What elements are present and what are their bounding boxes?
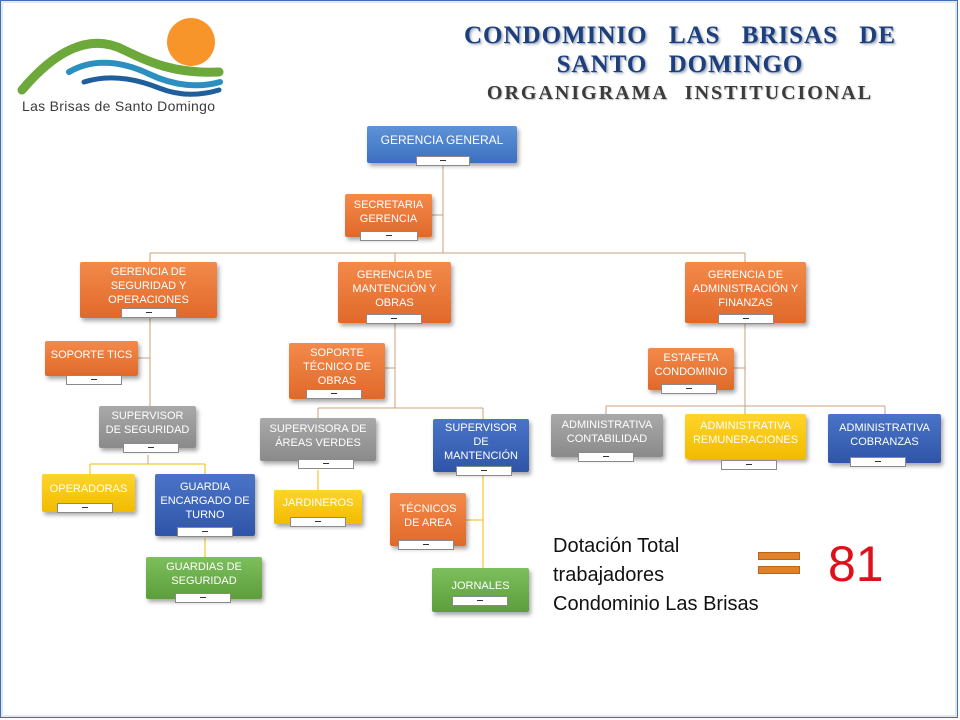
dotacion-line3: Condominio Las Brisas xyxy=(553,593,759,615)
box-tab xyxy=(298,459,354,469)
box-tab xyxy=(721,460,777,470)
box-supervisor-mantencion: SUPERVISOR DE MANTENCIÓN xyxy=(433,419,529,472)
box-tab xyxy=(177,527,233,537)
box-tab xyxy=(57,503,113,513)
box-tab xyxy=(452,596,508,606)
box-estafeta: ESTAFETA CONDOMINIO xyxy=(648,348,734,390)
box-tab xyxy=(456,466,512,476)
box-tecnicos-area: TÉCNICOS DE AREA xyxy=(390,493,466,546)
dotacion-line2: trabajadores xyxy=(553,564,665,586)
box-guardia-encargado: GUARDIA ENCARGADO DE TURNO xyxy=(155,474,255,536)
box-tab xyxy=(366,314,422,324)
equals-sign xyxy=(758,552,800,578)
logo-graphic xyxy=(17,18,224,97)
box-supervisor-seguridad: SUPERVISOR DE SEGURIDAD xyxy=(99,406,196,448)
box-tab xyxy=(416,156,470,166)
box-secretaria: SECRETARIA GERENCIA xyxy=(345,194,432,237)
box-tab xyxy=(398,540,454,550)
box-tab xyxy=(718,314,774,324)
page-title-line2: SANTO DOMINGO xyxy=(556,51,804,78)
box-tab xyxy=(121,308,177,318)
logo-text: Las Brisas de Santo Domingo xyxy=(22,98,216,114)
dotacion-line1: Dotación Total xyxy=(553,535,680,557)
box-adm-contabilidad: ADMINISTRATIVA CONTABILIDAD xyxy=(551,414,663,457)
page-title-line1: CONDOMINIO LAS BRISAS DE xyxy=(463,22,897,49)
box-gerencia-administracion: GERENCIA DE ADMINISTRACIÓN Y FINANZAS xyxy=(685,262,806,323)
box-gerencia-general: GERENCIA GENERAL xyxy=(367,126,517,163)
box-supervisora-areas: SUPERVISORA DE ÁREAS VERDES xyxy=(260,418,376,461)
box-tab xyxy=(578,452,634,462)
page-subtitle: ORGANIGRAMA INSTITUCIONAL xyxy=(486,82,874,104)
box-soporte-tics: SOPORTE TICS xyxy=(45,341,138,376)
box-tab xyxy=(306,389,362,399)
box-tab xyxy=(123,443,179,453)
box-adm-cobranzas: ADMINISTRATIVA COBRANZAS xyxy=(828,414,941,463)
box-tab xyxy=(360,231,418,241)
dotacion-label: Dotación Total trabajadores Condominio L… xyxy=(553,532,759,619)
box-tab xyxy=(290,517,346,527)
box-guardias-seguridad: GUARDIAS DE SEGURIDAD xyxy=(146,557,262,599)
box-gerencia-mantencion: GERENCIA DE MANTENCIÓN Y OBRAS xyxy=(338,262,451,323)
box-tab xyxy=(661,384,717,394)
box-tab xyxy=(66,375,122,385)
box-tab xyxy=(850,457,906,467)
box-gerencia-seguridad: GERENCIA DE SEGURIDAD Y OPERACIONES xyxy=(80,262,217,318)
box-adm-remuneraciones: ADMINISTRATIVA REMUNERACIONES xyxy=(685,414,806,459)
dotacion-total: 81 xyxy=(828,536,884,592)
box-tab xyxy=(175,593,231,603)
